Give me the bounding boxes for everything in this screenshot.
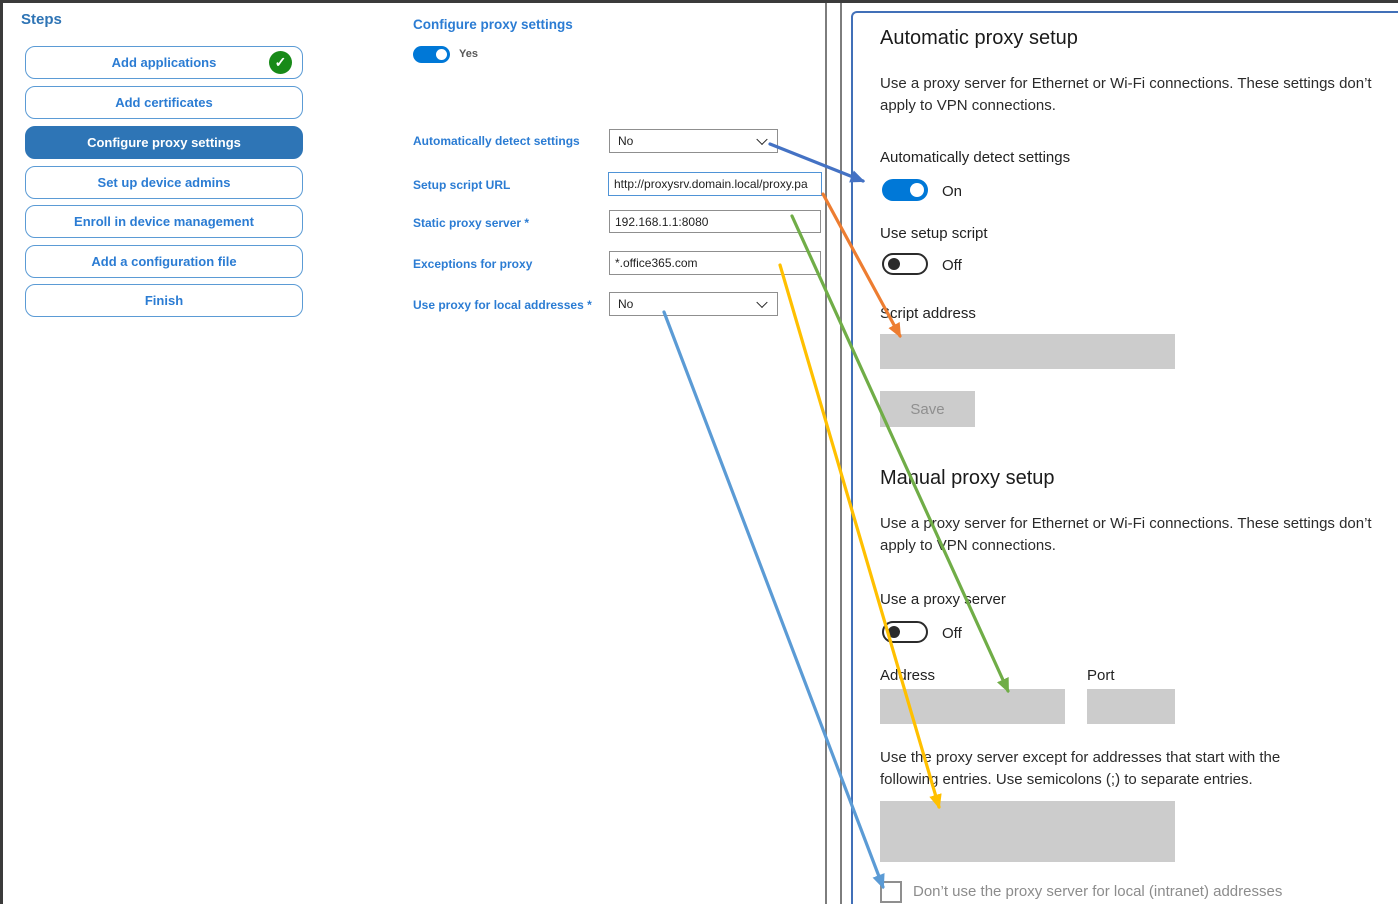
step-label: Finish (144, 293, 184, 308)
toggle-knob (436, 49, 447, 60)
label-exceptions-for-proxy: Exceptions for proxy (413, 257, 533, 271)
select-use-proxy-local-addresses[interactable]: No (609, 292, 778, 316)
local-addresses-checkbox[interactable] (880, 881, 902, 903)
detect-settings-label: Automatically detect settings (880, 149, 1071, 166)
sidebar-item-add-certificates[interactable]: Add certificates (25, 86, 303, 119)
manual-proxy-setup-heading: Manual proxy setup (880, 467, 1055, 489)
toggle-knob (888, 626, 900, 638)
form-title: Configure proxy settings (413, 17, 573, 32)
step-label: Set up device admins (97, 175, 231, 190)
save-button[interactable]: Save (880, 391, 975, 427)
steps-panel-title: Steps (21, 11, 62, 28)
completed-check-icon: ✓ (269, 51, 292, 74)
label-setup-script-url: Setup script URL (413, 178, 511, 192)
detect-settings-toggle[interactable] (882, 179, 928, 201)
use-proxy-server-label: Use a proxy server (880, 591, 1006, 608)
select-automatically-detect-settings[interactable]: No (609, 129, 778, 153)
automatic-proxy-setup-heading: Automatic proxy setup (880, 27, 1078, 49)
address-label: Address (880, 667, 936, 684)
step-label: Enroll in device management (74, 214, 254, 229)
chevron-down-icon (756, 133, 768, 146)
script-address-input[interactable] (880, 334, 1175, 369)
select-value: No (618, 297, 634, 311)
address-input[interactable] (880, 689, 1065, 724)
step-label: Configure proxy settings (87, 135, 241, 150)
configure-proxy-toggle-state: Yes (459, 48, 478, 60)
label-automatically-detect-settings: Automatically detect settings (413, 134, 580, 148)
detect-settings-toggle-state: On (942, 183, 963, 200)
sidebar-item-configure-proxy-settings[interactable]: Configure proxy settings (25, 126, 303, 159)
sidebar-item-add-applications[interactable]: Add applications ✓ (25, 46, 303, 79)
step-label: Add a configuration file (91, 254, 237, 269)
proxy-exceptions-description: Use the proxy server except for addresse… (880, 749, 1281, 788)
step-label: Add applications (111, 55, 217, 70)
sidebar-item-set-up-device-admins[interactable]: Set up device admins (25, 166, 303, 199)
sidebar-item-add-configuration-file[interactable]: Add a configuration file (25, 245, 303, 278)
use-setup-script-toggle-state: Off (942, 257, 962, 274)
port-label: Port (1087, 667, 1115, 684)
local-addresses-checkbox-label: Don’t use the proxy server for local (in… (913, 883, 1283, 900)
use-setup-script-toggle[interactable] (882, 253, 928, 275)
toggle-knob (910, 183, 924, 197)
label-static-proxy-server: Static proxy server * (413, 216, 530, 230)
use-proxy-server-toggle[interactable] (882, 621, 928, 643)
step-label: Add certificates (115, 95, 213, 110)
vertical-divider (840, 3, 842, 904)
port-input[interactable] (1087, 689, 1175, 724)
use-proxy-server-toggle-state: Off (942, 625, 962, 642)
toggle-knob (888, 258, 900, 270)
use-setup-script-label: Use setup script (880, 225, 988, 242)
exceptions-for-proxy-input[interactable] (609, 251, 821, 275)
manual-proxy-description: Use a proxy server for Ethernet or Wi-Fi… (880, 515, 1372, 554)
label-use-proxy-local-addresses: Use proxy for local addresses * (413, 298, 592, 312)
script-address-label: Script address (880, 305, 976, 322)
select-value: No (618, 134, 634, 148)
vertical-divider (825, 3, 827, 904)
configure-proxy-toggle[interactable] (413, 46, 450, 63)
windows-proxy-settings-panel: Automatic proxy setup Use a proxy server… (851, 11, 1398, 904)
proxy-exceptions-input[interactable] (880, 801, 1175, 862)
static-proxy-server-input[interactable] (609, 210, 821, 233)
sidebar-item-enroll-device-management[interactable]: Enroll in device management (25, 205, 303, 238)
chevron-down-icon (756, 296, 768, 309)
sidebar-item-finish[interactable]: Finish (25, 284, 303, 317)
automatic-proxy-description: Use a proxy server for Ethernet or Wi-Fi… (880, 75, 1372, 114)
setup-script-url-input[interactable] (608, 172, 822, 196)
